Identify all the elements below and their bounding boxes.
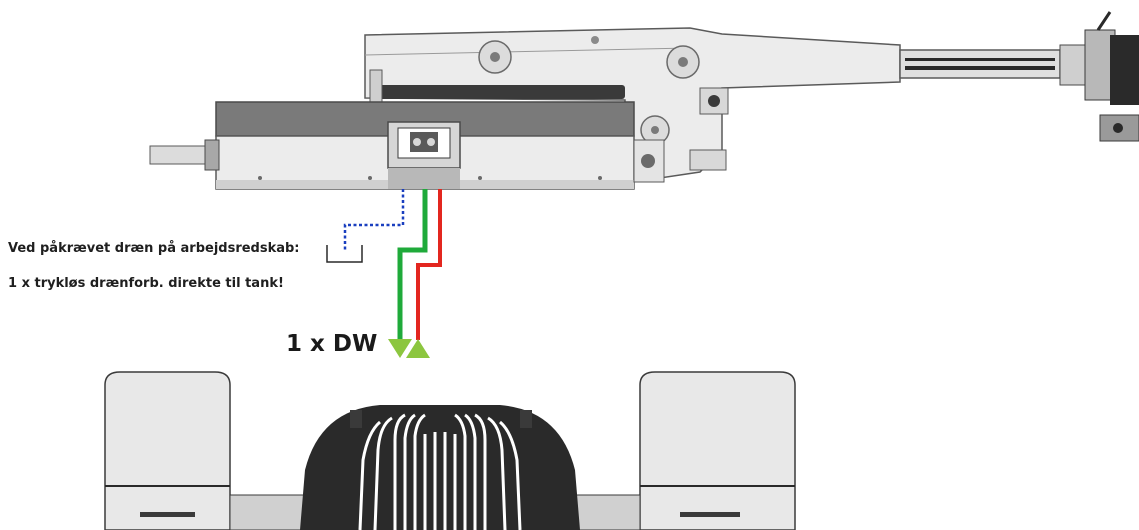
hydraulic-lines (343, 189, 442, 358)
drain-note: Ved påkrævet dræn på arbejdsredskab: (8, 241, 300, 256)
left-wheel (104, 371, 231, 530)
tank-note: 1 x trykløs drænforb. direkte til tank! (8, 276, 284, 291)
triangle-up-icon (406, 339, 430, 358)
tractor (104, 371, 796, 530)
hydraulic-ram (375, 85, 625, 99)
base-frame (149, 101, 665, 190)
right-wheel (639, 371, 796, 530)
hood (300, 405, 580, 530)
hood-grille (358, 413, 522, 530)
triangle-down-icon (388, 339, 412, 358)
drain-line (343, 189, 405, 252)
implement-head (1059, 11, 1139, 142)
dw-connection-label: 1 x DW (286, 331, 378, 357)
supply-line (397, 189, 428, 340)
drain-bracket-icon (326, 245, 363, 263)
return-line (416, 189, 442, 340)
